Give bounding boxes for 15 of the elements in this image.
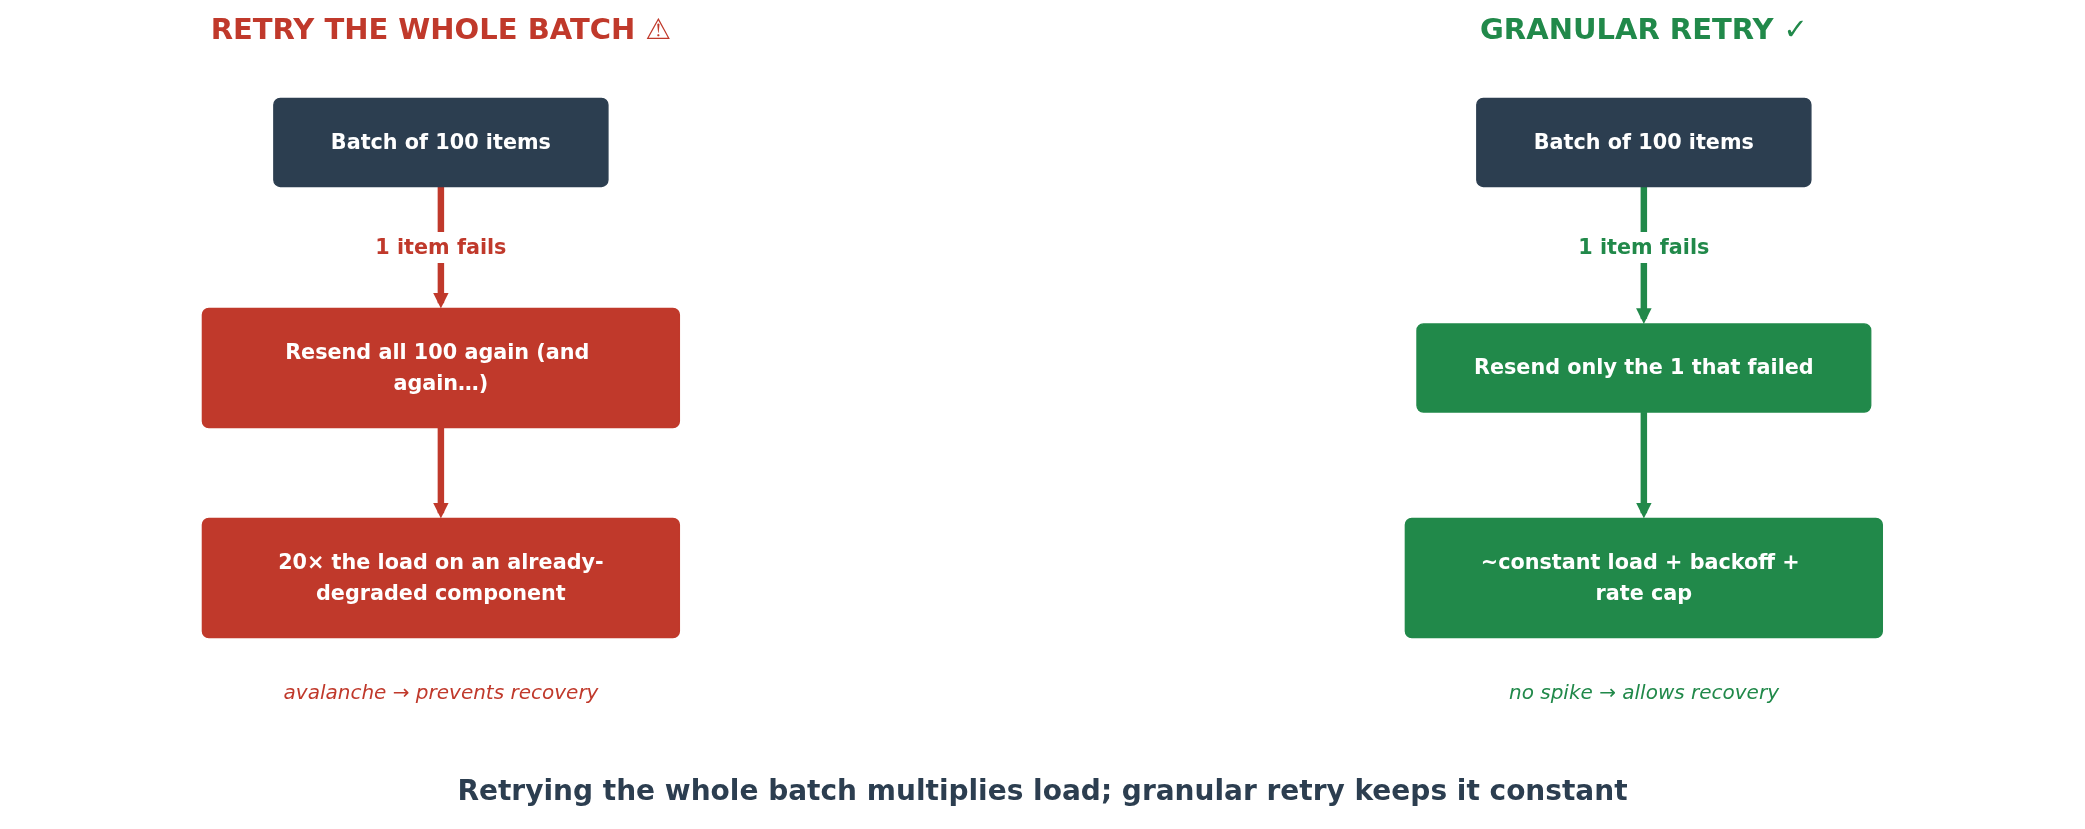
caption: Retrying the whole batch multiplies load; granular retry keeps it constant [457,774,1628,807]
edge-label: 1 item fails [1578,231,1710,263]
process-box: Resend all 100 again (and again…) [201,307,681,429]
arrow [1636,412,1652,519]
process-box: ~constant load + backoff + rate cap [1404,517,1884,639]
node-note: no spike → allows recovery [1508,679,1779,704]
process-box: Batch of 100 items [273,97,609,188]
column-heading: RETRY THE WHOLE BATCH ⚠ [210,12,672,47]
process-box: Resend only the 1 that failed [1416,323,1872,413]
process-box: 20× the load on an already-degraded component [201,517,681,639]
node-note: avalanche → prevents recovery [283,679,599,704]
arrow [433,427,449,519]
column-heading: GRANULAR RETRY ✓ [1480,12,1808,47]
edge-label: 1 item fails [375,231,507,263]
process-box: Batch of 100 items [1476,97,1812,188]
